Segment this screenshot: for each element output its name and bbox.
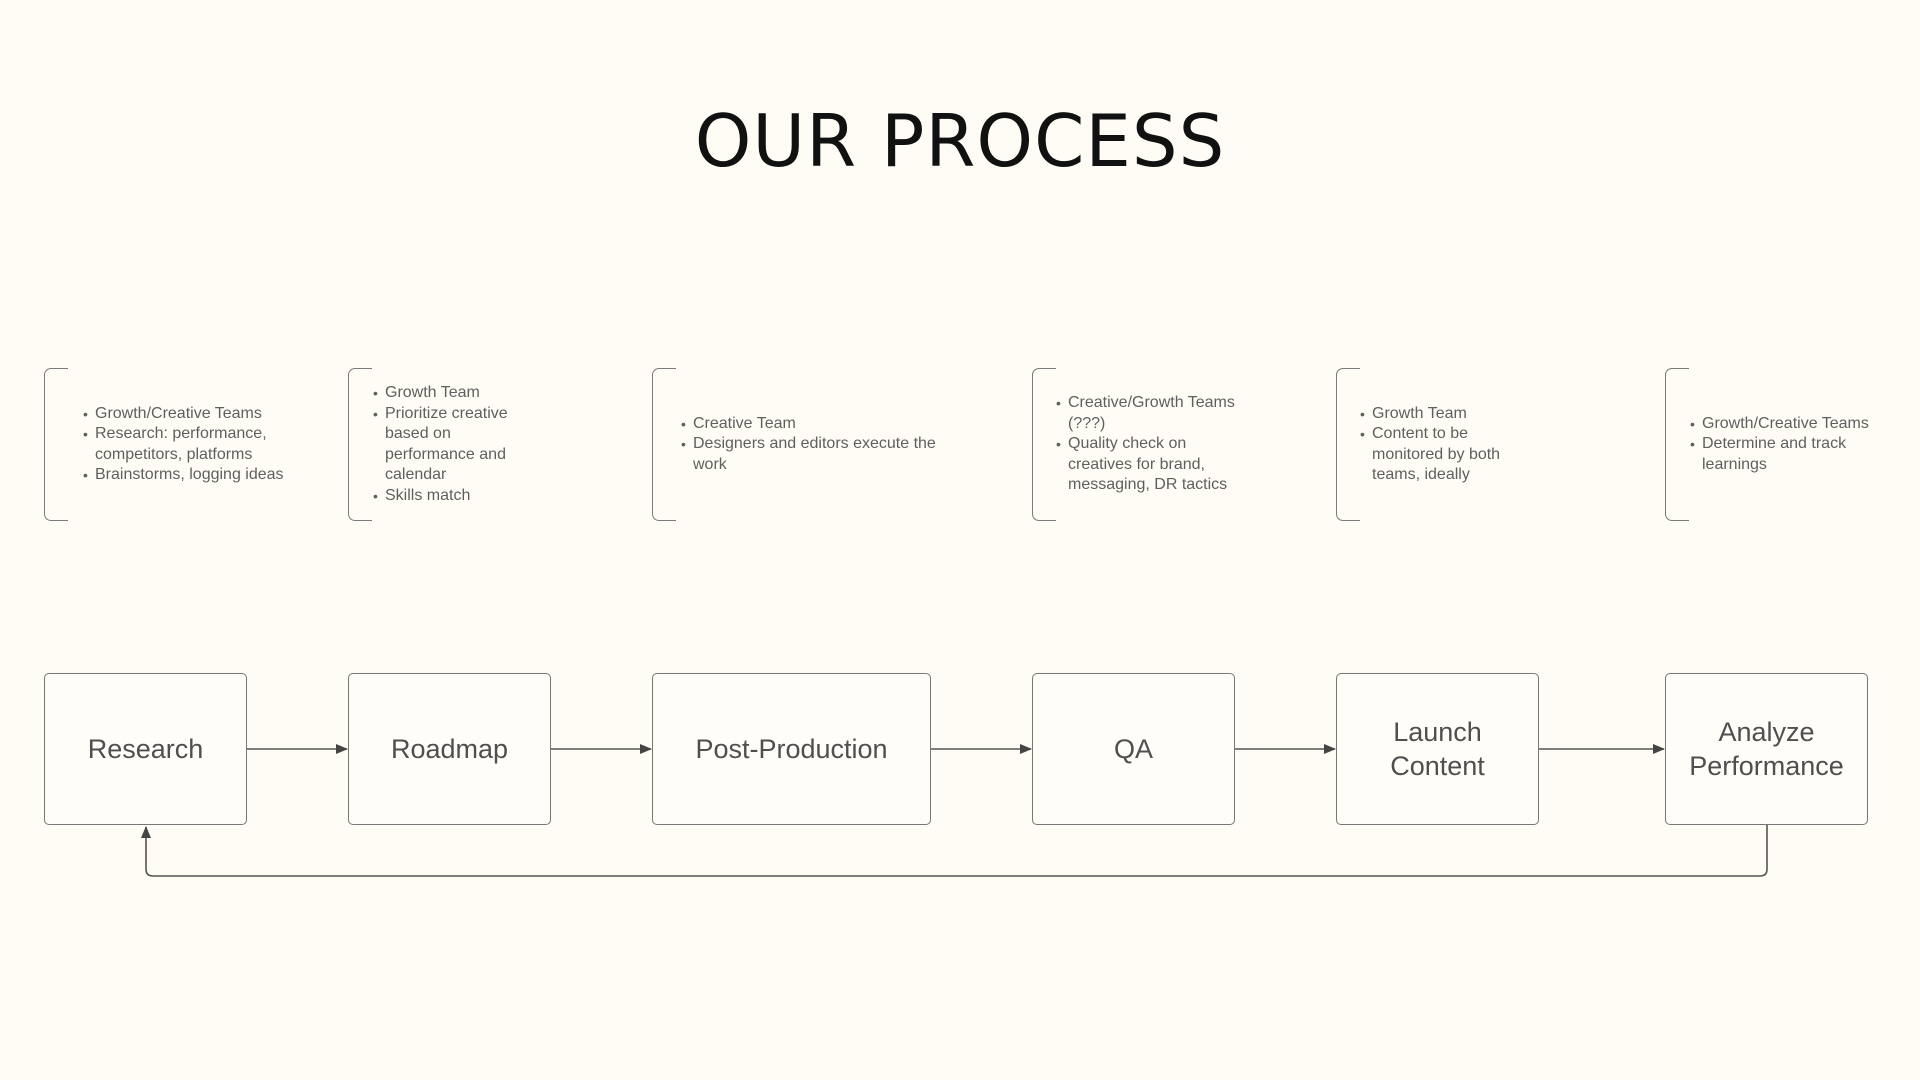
note-item: Creative Team bbox=[681, 414, 943, 435]
step-roadmap: Roadmap bbox=[348, 673, 551, 825]
notes-qa: Creative/Growth Teams (???) Quality chec… bbox=[1056, 368, 1243, 521]
step-label: Launch Content bbox=[1390, 717, 1485, 781]
note-item: Growth Team bbox=[1360, 404, 1522, 425]
bracket-analyze-performance bbox=[1665, 368, 1689, 521]
note-item: Brainstorms, logging ideas bbox=[83, 465, 295, 486]
notes-list: Growth Team Content to be monitored by b… bbox=[1360, 404, 1522, 486]
step-launch-content: Launch Content bbox=[1336, 673, 1539, 825]
note-item: Skills match bbox=[373, 486, 535, 507]
step-analyze-performance: Analyze Performance bbox=[1665, 673, 1868, 825]
notes-post-production: Creative Team Designers and editors exec… bbox=[681, 368, 943, 521]
notes-list: Growth Team Prioritize creative based on… bbox=[373, 383, 535, 507]
step-label: Roadmap bbox=[390, 734, 509, 764]
note-item: Designers and editors execute the work bbox=[681, 434, 943, 475]
page-title: OUR PROCESS bbox=[694, 99, 1226, 183]
bracket-roadmap bbox=[348, 368, 372, 521]
note-item: Content to be monitored by both teams, i… bbox=[1360, 424, 1522, 486]
notes-list: Growth/Creative Teams Determine and trac… bbox=[1690, 414, 1877, 476]
arrow-feedback-loop bbox=[141, 825, 1768, 877]
note-item: Quality check on creatives for brand, me… bbox=[1056, 434, 1243, 496]
note-item: Prioritize creative based on performance… bbox=[373, 404, 535, 486]
step-label: Analyze Performance bbox=[1689, 717, 1844, 781]
notes-list: Creative Team Designers and editors exec… bbox=[681, 414, 943, 476]
step-qa: QA bbox=[1032, 673, 1235, 825]
step-research: Research bbox=[44, 673, 247, 825]
step-label: QA bbox=[1113, 734, 1153, 764]
bracket-qa bbox=[1032, 368, 1056, 521]
notes-analyze-performance: Growth/Creative Teams Determine and trac… bbox=[1690, 368, 1877, 521]
note-item: Research: performance, competitors, plat… bbox=[83, 424, 295, 465]
note-item: Growth/Creative Teams bbox=[1690, 414, 1877, 435]
bracket-launch-content bbox=[1336, 368, 1360, 521]
notes-launch-content: Growth Team Content to be monitored by b… bbox=[1360, 368, 1522, 521]
note-item: Growth/Creative Teams bbox=[83, 404, 295, 425]
notes-research: Growth/Creative Teams Research: performa… bbox=[83, 368, 295, 521]
step-label: Research bbox=[87, 734, 204, 764]
notes-list: Creative/Growth Teams (???) Quality chec… bbox=[1056, 393, 1243, 496]
step-post-production: Post-Production bbox=[652, 673, 931, 825]
note-item: Creative/Growth Teams (???) bbox=[1056, 393, 1243, 434]
step-label: Post-Production bbox=[695, 734, 888, 764]
bracket-research bbox=[44, 368, 68, 521]
note-item: Growth Team bbox=[373, 383, 535, 404]
notes-list: Growth/Creative Teams Research: performa… bbox=[83, 404, 295, 486]
note-item: Determine and track learnings bbox=[1690, 434, 1877, 475]
bracket-post-production bbox=[652, 368, 676, 521]
notes-roadmap: Growth Team Prioritize creative based on… bbox=[373, 368, 535, 521]
